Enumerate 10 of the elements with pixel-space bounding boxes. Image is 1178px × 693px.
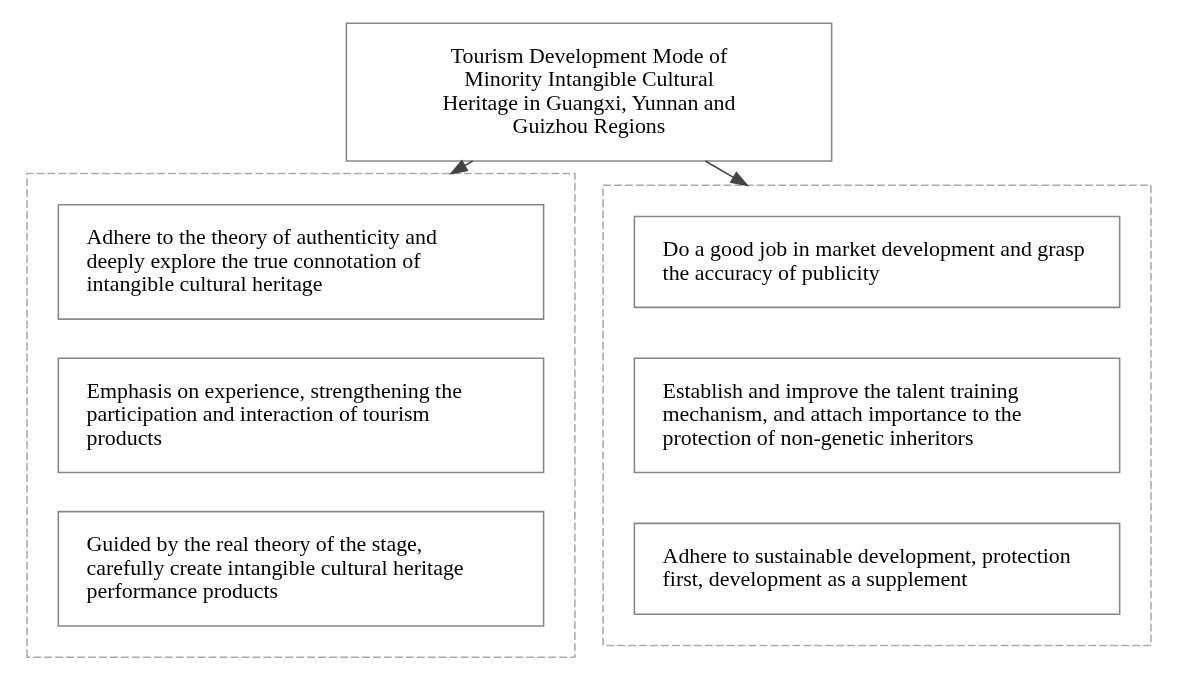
cluster (602, 184, 1152, 647)
node-box: Do a good job in market development and grasp the accuracy of publicity (633, 215, 1121, 309)
node-box: Adhere to the theory of authenticity and deeply explore the true connotation of intangible cultural heritage (57, 204, 545, 320)
node-box: Establish and improve the talent training mechanism, and attach importance to the protection of non-genetic inheritors (633, 357, 1121, 474)
node-box: Tourism Development Mode of Minority Intangible Cultural Heritage in Guangxi, Yunnan and Guizhou Regions (345, 22, 833, 162)
node-box: Emphasis on experience, strengthening the participation and interaction of tourism products (57, 357, 545, 474)
node-box: Adhere to sustainable development, protection first, development as a supplement (633, 522, 1121, 615)
cluster (26, 172, 576, 658)
arrow (704, 160, 750, 187)
node-box: Guided by the real theory of the stage, carefully create intangible cultural heritage performance products (57, 510, 545, 627)
